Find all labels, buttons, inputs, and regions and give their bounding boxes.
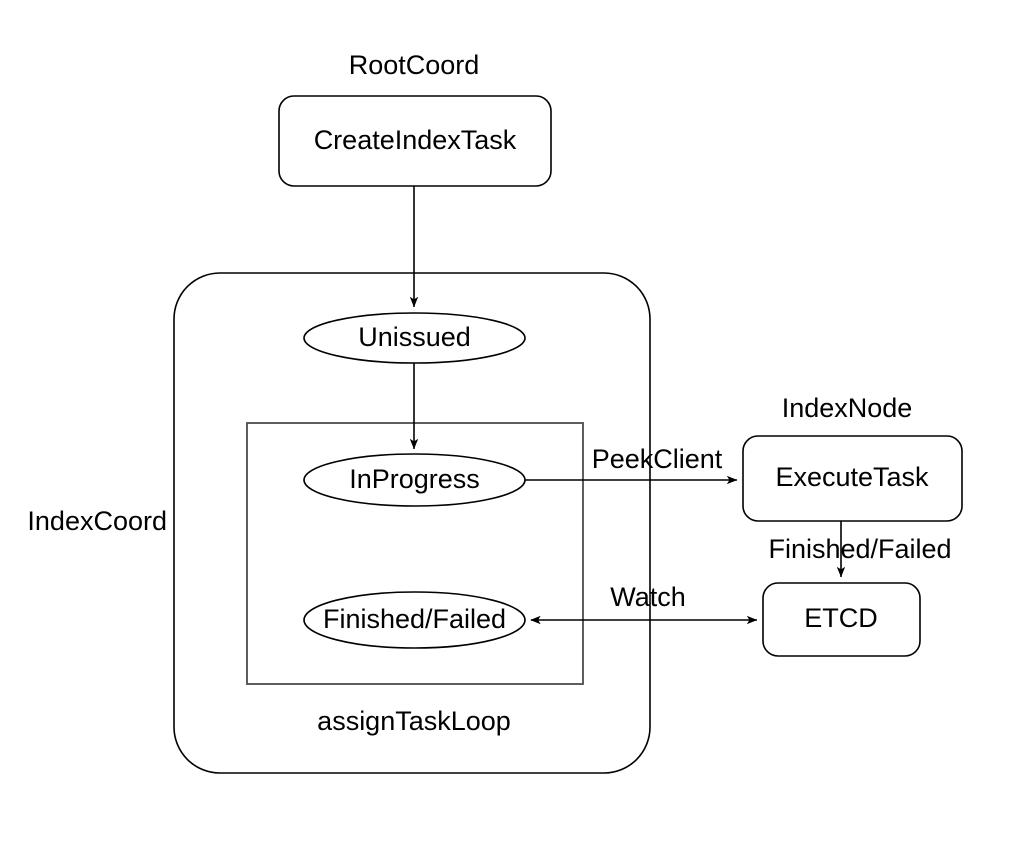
group-assign-task-loop-boundary [246,422,584,685]
edge-label-peek-client: PeekClient [592,444,723,474]
group-rootcoord-label: RootCoord [349,50,480,80]
node-etcd[interactable]: ETCD [762,582,921,657]
node-execute-task[interactable]: ExecuteTask [742,435,963,522]
node-finished-failed[interactable]: Finished/Failed [303,591,526,649]
edge-label-watch: Watch [610,582,686,612]
node-execute-task-shape [742,435,963,522]
edge-label-finished-failed: Finished/Failed [768,534,951,564]
node-in-progress-shape [303,453,526,507]
group-indexnode-label: IndexNode [782,393,913,423]
node-in-progress-label: InProgress [349,464,480,494]
node-create-index-task-label: CreateIndexTask [314,125,517,155]
group-indexcoord-boundary [173,272,651,774]
node-finished-failed-label: Finished/Failed [323,604,506,634]
node-unissued-shape [303,312,526,364]
group-indexcoord-label: IndexCoord [27,506,167,536]
node-etcd-label: ETCD [804,603,878,633]
group-assign-task-loop-label: assignTaskLoop [317,706,511,736]
node-finished-failed-shape [303,591,526,649]
node-etcd-shape [762,582,921,657]
node-unissued-label: Unissued [358,322,471,352]
node-create-index-task[interactable]: CreateIndexTask [278,95,552,187]
node-create-index-task-shape [278,95,552,187]
node-in-progress[interactable]: InProgress [303,453,526,507]
node-unissued[interactable]: Unissued [303,312,526,364]
node-execute-task-label: ExecuteTask [775,462,929,492]
